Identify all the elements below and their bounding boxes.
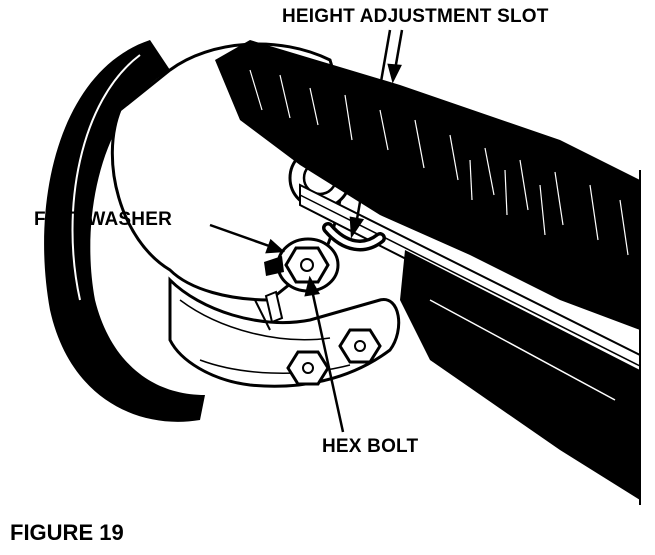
leader-height-2: [393, 29, 404, 71]
leader-height-1: [354, 29, 392, 226]
callout-hex-bolt: HEX BOLT: [322, 436, 419, 457]
arrowhead-height-2: [387, 63, 402, 84]
callout-height-adjustment-slot: HEIGHT ADJUSTMENT SLOT: [282, 6, 549, 27]
leader-lines: [209, 29, 404, 433]
arrowhead-hex: [304, 275, 320, 297]
leader-washer: [209, 223, 273, 249]
arrowhead-height-1: [349, 216, 365, 239]
arrowhead-washer: [265, 238, 286, 254]
figure-caption: FIGURE 19: [10, 520, 124, 545]
wheel-tire: [44, 40, 205, 422]
leader-hex: [310, 289, 345, 433]
hex-bolt-lower-right: [338, 328, 382, 364]
brush-bristles: [215, 40, 640, 330]
frame-bar: [400, 250, 640, 500]
hex-bolt-upper: [264, 246, 330, 284]
hex-bolt-lower-left: [286, 350, 330, 386]
callout-flat-washer: FLAT WASHER: [34, 209, 173, 230]
height-adjustment-slot: [322, 222, 386, 252]
